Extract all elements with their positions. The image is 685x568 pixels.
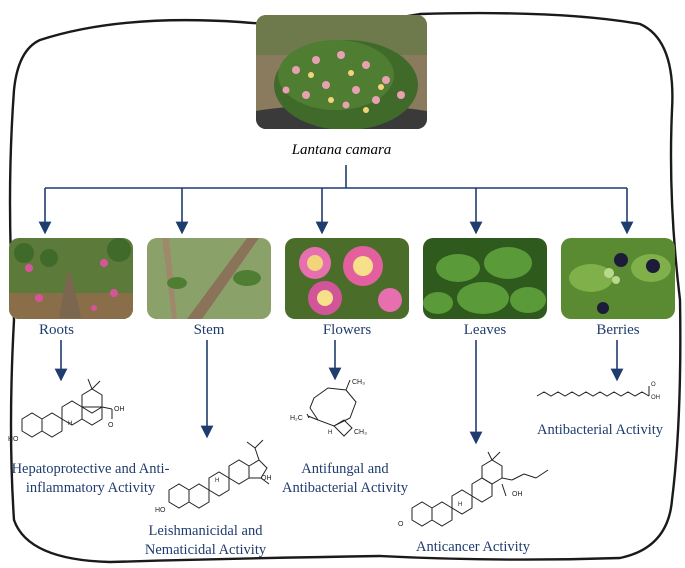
h-label: H (215, 478, 219, 484)
o-label: O (398, 521, 404, 528)
roots-photo (9, 238, 133, 319)
h2c-label: H₂C (290, 415, 303, 422)
h-label: H (328, 430, 332, 436)
oh-label: OH (651, 395, 660, 401)
part-label-berries: Berries (596, 322, 640, 338)
flowers-photo (285, 238, 409, 319)
berries-photo (561, 238, 675, 319)
oh-label: OH (512, 491, 523, 498)
stem-photo (147, 238, 271, 319)
oh-label: OH (114, 406, 125, 413)
part-label-roots: Roots (39, 322, 75, 338)
o-label: O (651, 382, 656, 388)
leaves-molecule: O OH H (398, 451, 549, 528)
leaves-photo (423, 238, 547, 319)
ch3-label-top: CH₃ (352, 379, 365, 386)
plant-title: Lantana camara (291, 142, 392, 158)
activity-leaves: Anticancer Activity (416, 539, 530, 555)
oh-label: OH (261, 475, 272, 482)
part-label-flowers: Flowers (322, 322, 372, 338)
part-label-stem: Stem (193, 322, 225, 338)
stem-molecule: HO OH H (155, 439, 272, 514)
activity-flowers: Antifungal and Antibacterial Activity (281, 461, 409, 496)
ho-label: HO (8, 436, 19, 443)
activity-stem: Leishmanicidal and Nematicidal Activity (144, 523, 267, 558)
h-label: H (68, 421, 72, 427)
activity-berries: Antibacterial Activity (536, 422, 664, 438)
o-label: O (108, 422, 114, 429)
ho-label: HO (155, 507, 166, 514)
activity-roots: Hepatoprotective and Anti-inflammatory A… (11, 461, 170, 496)
lantana-main-photo (256, 15, 427, 129)
flowers-molecule: CH₃ H₂C CH₃ H (290, 379, 367, 437)
ch3-label-bottom: CH₃ (354, 429, 367, 436)
part-label-leaves: Leaves (463, 322, 507, 338)
roots-molecule: HO OH O H (8, 378, 125, 443)
h-label: H (458, 502, 462, 508)
berries-molecule: O OH (536, 382, 660, 401)
